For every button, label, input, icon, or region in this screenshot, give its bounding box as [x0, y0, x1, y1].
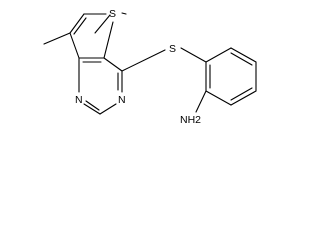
- bond-b4-b5-double: [230, 87, 253, 101]
- bond-methyl: [43, 32, 71, 45]
- bond-b5-b6: [205, 90, 232, 106]
- bond-c2-c3-double: [73, 17, 87, 35]
- bond-c7a-c4: [103, 57, 123, 72]
- bond-c2p-n1: [83, 103, 101, 115]
- bond-b2-b3: [230, 47, 257, 63]
- bond-c3-c3a: [69, 32, 80, 59]
- bond-s-c1: [180, 47, 207, 63]
- thiophene-sulfur-label: S: [109, 8, 116, 20]
- bond-b4-b5: [230, 90, 257, 106]
- bond-b6-nh2: [195, 90, 207, 113]
- bond-s1-c2: [121, 12, 127, 15]
- bond-c4-s: [121, 49, 166, 72]
- amine-label: NH2: [180, 114, 201, 126]
- bond-b2-b3-double: [230, 52, 253, 66]
- bond-n3-c2p: [99, 103, 117, 115]
- bond-c2p-n1-double: [85, 100, 100, 111]
- bond-c7a-s1: [94, 14, 111, 34]
- structure-canvas: S S N N NH2: [43, 8, 257, 126]
- bond-b1-b2: [205, 47, 232, 63]
- molecule-structure: S S N N NH2: [43, 8, 257, 126]
- bond-c2-c3: [69, 13, 85, 34]
- pyrimidine-n3-label: N: [118, 94, 126, 106]
- bond-c7a-s1-b: [103, 21, 114, 59]
- pyrimidine-n1-label: N: [75, 94, 83, 106]
- thioether-sulfur-label: S: [169, 43, 176, 55]
